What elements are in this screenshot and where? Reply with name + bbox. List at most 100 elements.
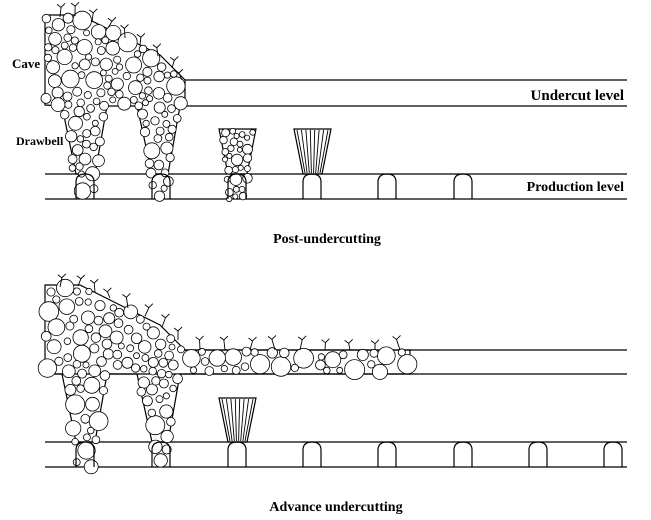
rock-fragment <box>150 116 160 126</box>
rock-fragment <box>153 349 163 358</box>
rock-fragment <box>221 128 231 138</box>
rock-fragment <box>91 435 101 445</box>
cave-fractures-bottom <box>57 273 401 351</box>
rock-fragment <box>233 132 240 139</box>
rock-fragment <box>65 321 75 331</box>
rock-fragment <box>60 41 69 50</box>
rock-fragment <box>142 49 161 68</box>
rock-fragment <box>237 164 244 171</box>
production-drift <box>528 441 548 467</box>
rock-fragment <box>92 154 105 168</box>
rock-fragment <box>112 349 123 360</box>
rock-fragment <box>238 131 246 138</box>
rock-fragment <box>242 173 253 184</box>
rock-fragment <box>397 354 418 375</box>
rock-fragment <box>153 101 166 114</box>
rock-fragment <box>145 167 157 179</box>
rock-fragment <box>109 330 124 345</box>
rock-fragment <box>50 97 66 112</box>
rock-fragment <box>85 71 103 89</box>
rock-fragment <box>109 96 117 104</box>
rock-fragment <box>155 126 165 136</box>
production-drift <box>302 441 322 467</box>
rock-fragment <box>40 330 52 342</box>
rock-fragment <box>208 349 226 367</box>
rock-fragment <box>397 348 406 357</box>
rock-fragment <box>67 154 78 165</box>
rock-fragment <box>69 314 78 324</box>
rock-fragment <box>110 77 124 91</box>
rock-fragment <box>99 370 111 381</box>
rock-fragment <box>76 98 85 107</box>
fracture-line <box>344 339 354 351</box>
rock-fragment <box>161 444 172 455</box>
fracture-line <box>174 68 184 81</box>
blast-hole <box>244 398 254 442</box>
rock-fragment <box>54 356 64 366</box>
rock-fragment <box>369 348 379 358</box>
rock-fragment <box>170 70 178 78</box>
rock-fragment <box>163 71 171 79</box>
rock-fragment <box>71 144 84 156</box>
blast-hole <box>221 398 231 442</box>
production-level-label: Production level <box>527 180 624 195</box>
rock-fragment <box>82 139 91 149</box>
blast-hole <box>225 398 233 442</box>
rock-fragment <box>63 33 72 42</box>
rock-fragment <box>147 408 156 418</box>
rock-fragment <box>89 343 100 354</box>
rock-fragment <box>47 318 66 337</box>
rock-fragment <box>148 367 157 376</box>
rock-fragment <box>77 368 87 379</box>
rock-fragment <box>91 57 100 67</box>
rock-fragment <box>73 344 91 363</box>
blast-hole <box>238 398 241 442</box>
rock-fragment <box>155 338 167 350</box>
rock-fragment <box>72 287 81 296</box>
rock-fragment <box>84 324 94 334</box>
rock-fragment <box>156 62 167 72</box>
rock-fragment <box>82 129 92 138</box>
rock-fragment <box>147 356 159 368</box>
rock-fragment <box>117 342 125 350</box>
rock-fragment <box>56 278 75 298</box>
rock-fragment <box>113 318 124 329</box>
rock-fragment <box>220 364 228 373</box>
drawbell-3-rubble <box>219 127 256 203</box>
rock-fragment <box>242 143 253 155</box>
rock-fragment <box>162 93 173 103</box>
rock-fragment <box>173 96 188 111</box>
rock-fragment <box>167 104 176 113</box>
rock-fragment <box>270 356 292 377</box>
production-drift <box>377 173 397 199</box>
rock-fragment <box>142 119 150 128</box>
cave-rubble-top <box>40 10 188 202</box>
rock-fragment <box>109 304 117 312</box>
rock-fragment <box>146 383 158 396</box>
cave-rubble-bottom <box>37 278 418 475</box>
rock-fragment <box>44 43 53 52</box>
fracture-line <box>195 335 204 351</box>
rock-fragment <box>163 176 174 187</box>
rock-fragment <box>74 297 84 306</box>
rock-fragment <box>99 100 109 111</box>
cave-fractures-top <box>56 1 184 81</box>
rock-fragment <box>144 158 155 169</box>
drawbell-4 <box>293 128 332 175</box>
fracture-line <box>321 338 330 351</box>
rock-fragment <box>250 354 271 375</box>
fracture-line <box>89 278 99 293</box>
rock-fragment <box>62 91 73 102</box>
rock-fragment <box>71 438 79 446</box>
production-drift <box>151 173 171 199</box>
rock-fragment <box>189 366 198 374</box>
rock-fragment <box>82 361 90 369</box>
rock-fragment <box>236 146 243 153</box>
rock-fragment <box>231 365 241 375</box>
rock-fragment <box>103 81 112 90</box>
caption-post-undercutting: Post-undercutting <box>273 232 381 247</box>
rock-fragment <box>112 360 123 370</box>
rock-fragment <box>133 50 142 58</box>
rock-fragment <box>68 164 77 172</box>
